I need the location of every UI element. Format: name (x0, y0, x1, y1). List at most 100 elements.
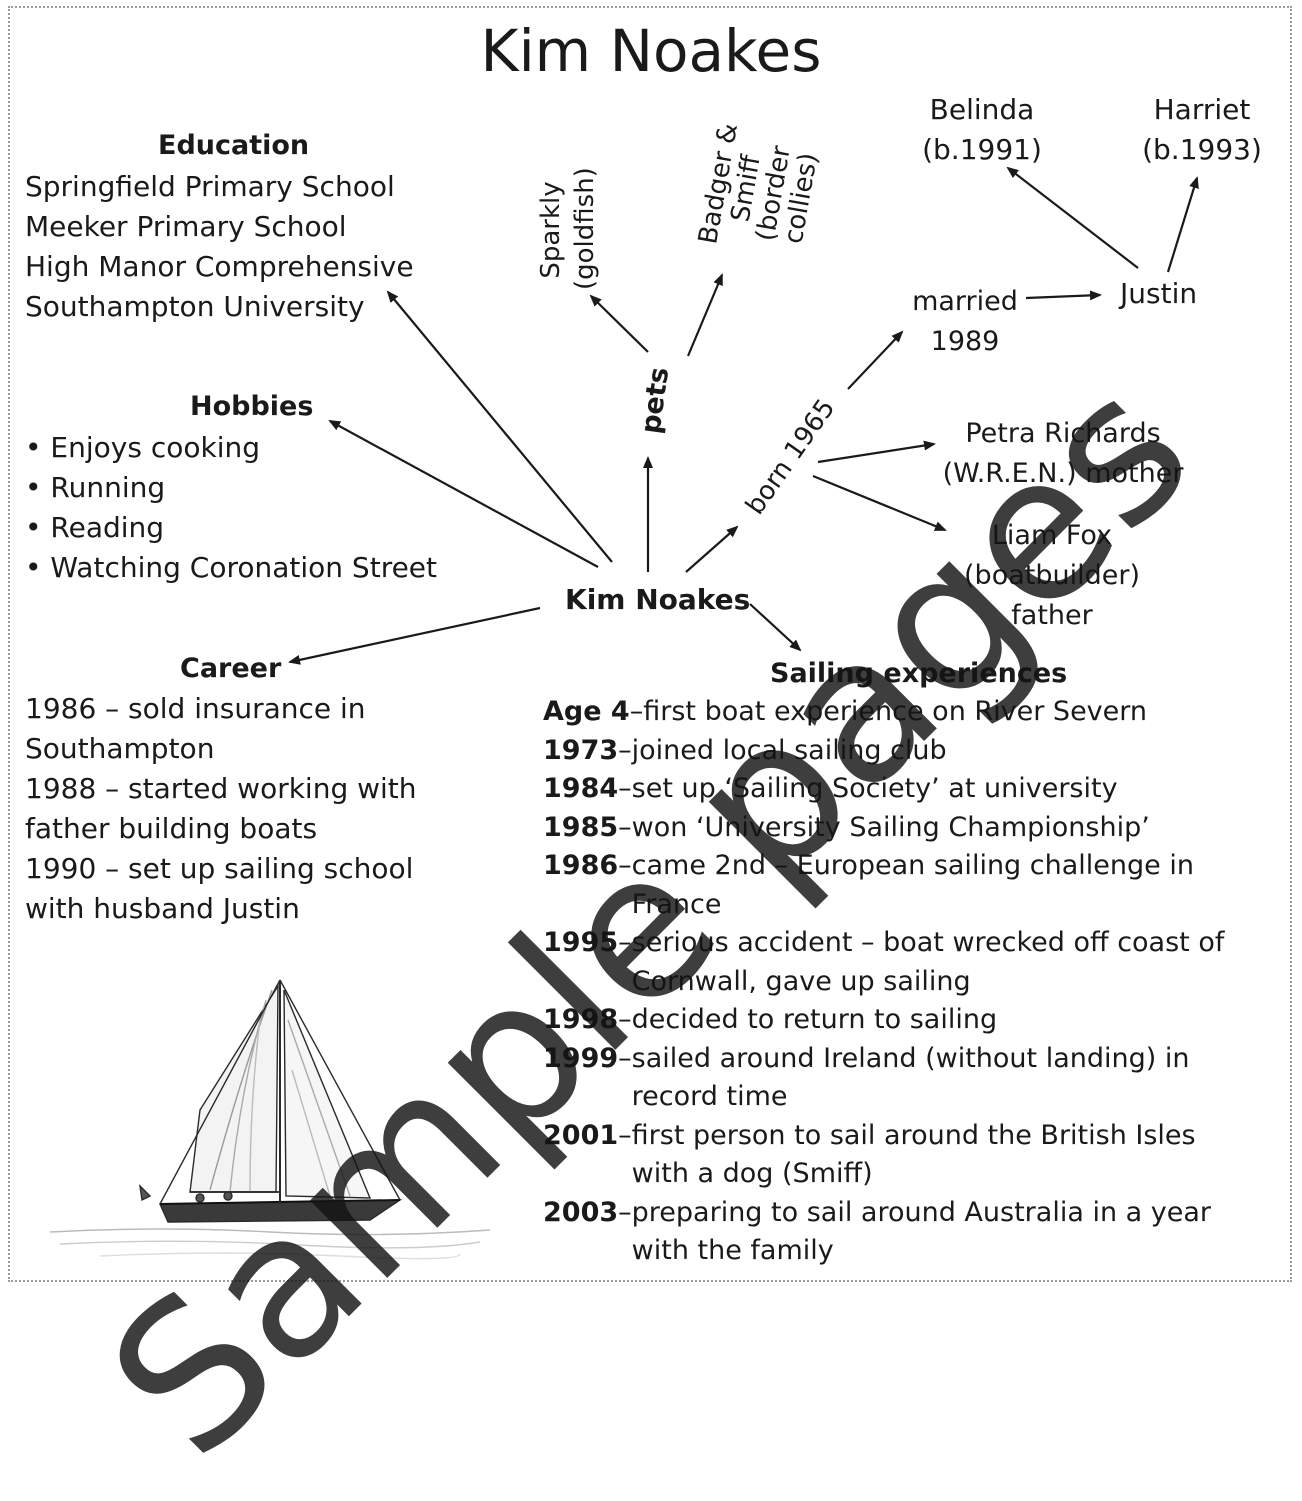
married-label: married (912, 286, 1018, 317)
sailing-text: won ‘University Sailing Championship’ (631, 811, 1150, 843)
sailing-year: 1999 (543, 1042, 619, 1074)
sailing-entry-line: 1999 – sailed around Ireland (without la… (543, 1040, 1224, 1079)
sailing-heading: Sailing experiences (770, 658, 1068, 689)
arrow-to-mother (817, 440, 936, 464)
career-line: father building boats (25, 812, 318, 845)
hobbies-heading: Hobbies (190, 391, 314, 422)
sailing-entry-line: 1984 – set up ‘Sailing Society’ at unive… (543, 770, 1224, 809)
sailboat-sketch (49, 979, 491, 1260)
married-node: married 1989 (905, 282, 1025, 362)
belinda-node: Belinda (b.1991) (912, 90, 1052, 170)
career-line: with husband Justin (25, 892, 300, 925)
sailing-dash: – (618, 811, 632, 843)
arrow-to-education (386, 290, 613, 563)
sailing-text: set up ‘Sailing Society’ at university (631, 773, 1118, 804)
sailing-dash: – (618, 927, 632, 958)
sailing-entry-line: 1995 – Cornwall, gave up sailing (543, 963, 1224, 1002)
sailing-dash: – (618, 773, 632, 804)
sailing-year: 1995 (543, 927, 619, 958)
career-line: Southampton (25, 732, 215, 765)
sailing-year: 1986 (543, 850, 619, 881)
father-job: (boatbuilder) (964, 560, 1140, 591)
arrow-to-dogs (686, 273, 724, 357)
education-item: Southampton University (25, 290, 365, 323)
hobby-item: • Enjoys cooking (25, 431, 260, 464)
sailing-text: record time (631, 1081, 788, 1112)
career-list: 1986 – sold insurance in Southampton 198… (25, 689, 417, 929)
arrow-to-sailing (749, 603, 802, 652)
sailing-entry-line: 2001 – with a dog (Smiff) (543, 1155, 1224, 1194)
goldfish-type: (goldfish) (570, 167, 600, 290)
sailing-year: 1985 (543, 811, 619, 843)
sailing-dash: – (629, 696, 644, 727)
sailing-year: 2003 (543, 1196, 619, 1228)
sailing-entry-line: 2003 – preparing to sail around Australi… (543, 1194, 1224, 1233)
education-heading: Education (158, 130, 310, 161)
career-heading: Career (180, 653, 282, 684)
sailing-year: 2001 (543, 1119, 619, 1151)
sailing-entry-line: 1998 – decided to return to sailing (543, 1001, 1224, 1040)
father-name: Liam Fox (991, 520, 1113, 551)
sailing-text: with the family (631, 1235, 834, 1266)
sailing-list: Age 4 –first boat experience on River Se… (543, 693, 1224, 1271)
hobby-item: • Running (25, 471, 166, 504)
sailing-text: came 2nd – European sailing challenge in (631, 850, 1194, 881)
sailing-text: France (631, 888, 722, 920)
career-line: 1988 – started working with (25, 772, 417, 805)
sailing-entry-line: 1999 – record time (543, 1078, 1224, 1117)
sailing-text: decided to return to sailing (631, 1004, 998, 1035)
sailing-text: serious accident – boat wrecked off coas… (631, 927, 1225, 958)
sailing-entry-line: Age 4 –first boat experience on River Se… (543, 693, 1224, 732)
sailing-dash: – (618, 734, 632, 766)
sailing-text: preparing to sail around Australia in a … (631, 1196, 1212, 1228)
page-title: Kim Noakes (480, 17, 822, 85)
sailing-dash: – (618, 850, 632, 881)
education-item: Meeker Primary School (25, 210, 347, 243)
hobby-item: • Reading (25, 511, 165, 544)
sailing-year: Age 4 (543, 696, 630, 727)
sailing-entry-line: 1986 – came 2nd – European sailing chall… (543, 847, 1224, 886)
career-line: 1986 – sold insurance in (25, 692, 366, 725)
mother-detail: (W.R.E.N.) mother (942, 458, 1184, 489)
arrow-to-hobbies (328, 420, 599, 568)
belinda-birth: (b.1991) (922, 133, 1042, 166)
sailing-entry-line: 2003 – with the family (543, 1232, 1224, 1271)
arrow-to-career (288, 606, 541, 665)
harriet-node: Harriet (b.1993) (1132, 90, 1272, 170)
education-list: Springfield Primary School Meeker Primar… (25, 167, 414, 327)
sailing-text: sailed around Ireland (without landing) … (631, 1042, 1190, 1074)
sailing-dash: – (618, 1119, 632, 1151)
sailing-year: 1998 (543, 1004, 619, 1035)
father-relation: father (1011, 600, 1093, 631)
married-year: 1989 (930, 326, 1000, 357)
hobbies-list: • Enjoys cooking • Running • Reading • W… (25, 428, 437, 588)
hobby-item: • Watching Coronation Street (25, 551, 438, 584)
sailing-text: joined local sailing club (631, 734, 947, 766)
arrow-to-justin (1025, 290, 1102, 301)
sailing-entry-line: 1973 – joined local sailing club (543, 732, 1224, 771)
arrow-to-belinda (1006, 166, 1139, 269)
sailing-year: 1984 (543, 773, 619, 804)
sailing-text: first boat experience on River Severn (643, 696, 1148, 727)
sailing-entry-line: 1995 – serious accident – boat wrecked o… (543, 924, 1224, 963)
father-node: Liam Fox (boatbuilder) father (942, 516, 1162, 636)
arrow-to-harriet (1166, 176, 1199, 273)
sailing-text: with a dog (Smiff) (631, 1158, 873, 1189)
mind-map-arrows (288, 166, 1199, 665)
goldfish-name: Sparkly (536, 181, 566, 279)
harriet-name: Harriet (1153, 93, 1251, 126)
sailing-dash: – (618, 1042, 632, 1074)
sailing-entry-line: 1985 – won ‘University Sailing Champions… (543, 809, 1224, 848)
career-line: 1990 – set up sailing school (25, 852, 414, 885)
arrow-to-goldfish (589, 294, 649, 353)
sailing-dash: – (618, 1196, 632, 1228)
arrow-to-born (685, 525, 739, 573)
belinda-name: Belinda (929, 93, 1035, 126)
sailing-text: first person to sail around the British … (631, 1119, 1196, 1151)
harriet-birth: (b.1993) (1142, 133, 1262, 166)
education-item: Springfield Primary School (25, 170, 395, 203)
arrow-to-father (812, 474, 947, 532)
page-border (8, 6, 1292, 1282)
sailing-text: Cornwall, gave up sailing (631, 965, 971, 997)
mother-node: Petra Richards (W.R.E.N.) mother (918, 414, 1208, 494)
